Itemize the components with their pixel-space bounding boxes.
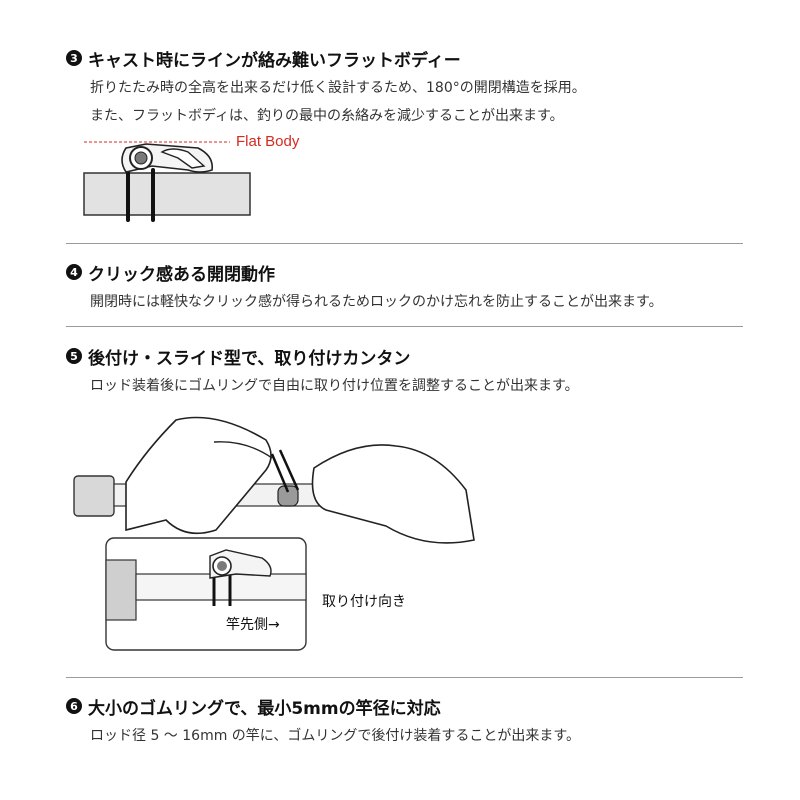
section-text: 折りたたみ時の全高を出来るだけ低く設計するため、180°の開閉構造を採用。 [90,80,586,96]
mount-direction-label: 取り付け向き [322,594,406,610]
section-text: 開閉時には軽快なクリック感が得られるためロックのかけ忘れを防止することが出来ます… [90,294,663,310]
left-hand [125,416,272,535]
rod-tip-label: 竿先側→ [226,617,280,633]
number-badge: 5 [66,348,82,364]
section-title: キャスト時にラインが絡み難いフラットボディー [88,50,461,71]
section-divider [66,326,743,327]
section-rubber-rings: 6 大小のゴムリングで、最小5mmの竿径に対応 ロッド径 5 ～ 16mm の竿… [66,694,744,750]
number-badge: 3 [66,50,82,66]
section-flat-body: 3 キャスト時にラインが絡み難いフラットボディー 折りたたみ時の全高を出来るだけ… [66,46,744,130]
section-heading: 3 キャスト時にラインが絡み難いフラットボディー [66,46,744,71]
section-slide-mount: 5 後付け・スライド型で、取り付けカンタン ロッド装着後にゴムリングで自由に取り… [66,344,744,400]
section-heading: 5 後付け・スライド型で、取り付けカンタン [66,344,744,369]
section-title: 後付け・スライド型で、取り付けカンタン [88,348,411,369]
section-divider [66,677,743,678]
section-text: また、フラットボディは、釣りの最中の糸絡みを減少することが出来ます。 [90,108,564,124]
number-badge: 6 [66,698,82,714]
rod-grip [73,475,115,517]
section-text: ロッド装着後にゴムリングで自由に取り付け位置を調整することが出来ます。 [90,378,579,394]
mounting-illustration [73,416,475,651]
flat-body-illustration [83,141,251,222]
section-text: ロッド径 5 ～ 16mm の竿に、ゴムリングで後付け装着することが出来ます。 [90,728,580,744]
section-title: 大小のゴムリングで、最小5mmの竿径に対応 [88,698,441,719]
section-heading: 6 大小のゴムリングで、最小5mmの竿径に対応 [66,694,744,719]
section-heading: 4 クリック感ある開閉動作 [66,260,744,285]
hinge-pivot [134,151,148,165]
section-click-action: 4 クリック感ある開閉動作 開閉時には軽快なクリック感が得られるためロックのかけ… [66,260,744,316]
section-title: クリック感ある開閉動作 [88,264,275,285]
number-badge: 4 [66,264,82,280]
section-divider [66,243,743,244]
flat-body-label: Flat Body [236,133,300,150]
keeper-small [277,485,299,507]
right-hand [311,444,475,544]
rod-section [83,172,251,216]
keeper-latch [160,148,206,169]
